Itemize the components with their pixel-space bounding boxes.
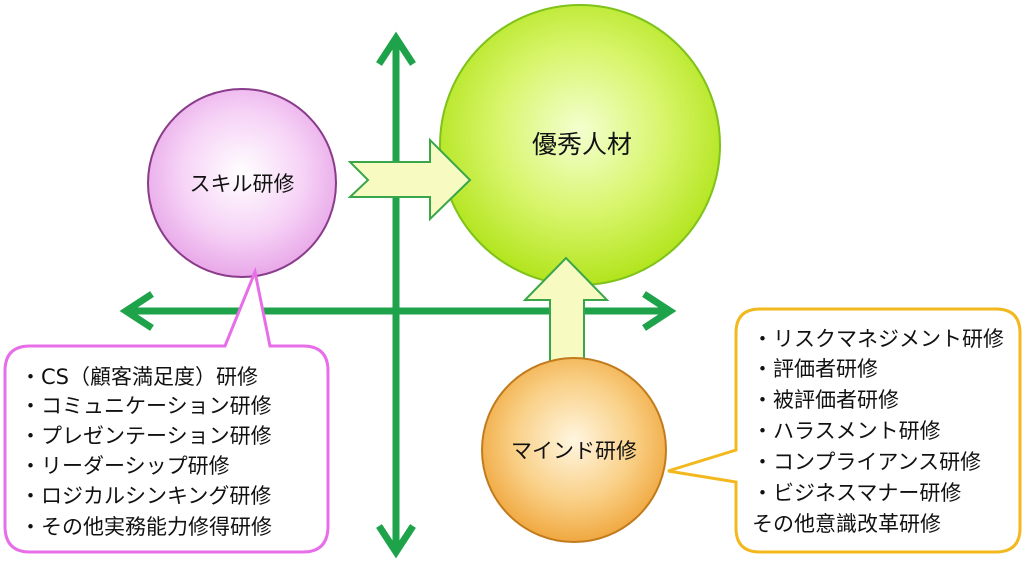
skill-item: ・ロジカルシンキング研修	[20, 484, 271, 508]
skill-item: ・その他実務能力修得研修	[20, 515, 272, 539]
mind-list: ・リスクマネジメント研修 ・評価者研修 ・被評価者研修 ・ハラスメント研修 ・コ…	[752, 327, 1004, 536]
skill-item: ・コミュニケーション研修	[20, 394, 272, 418]
mind-label: マインド研修	[511, 439, 637, 463]
skill-circle	[147, 88, 337, 278]
center-label: 優秀人材	[532, 130, 632, 159]
right-arrow-icon	[347, 137, 472, 222]
skill-list: ・CS（顧客満足度）研修 ・コミュニケーション研修 ・プレゼンテーション研修 ・…	[20, 365, 272, 539]
mind-item: ・評価者研修	[752, 357, 878, 381]
mind-item: ・ビジネスマナー研修	[752, 481, 961, 505]
axis-arrowhead-down-icon	[376, 524, 416, 559]
skill-label: スキル研修	[190, 172, 295, 196]
skill-item: ・プレゼンテーション研修	[20, 424, 272, 448]
mind-item: その他意識改革研修	[752, 512, 941, 536]
mind-item: ・ハラスメント研修	[752, 419, 941, 443]
mind-item: ・リスクマネジメント研修	[752, 327, 1004, 351]
mind-item: ・コンプライアンス研修	[752, 450, 981, 474]
skill-item: ・CS（顧客満足度）研修	[20, 365, 258, 389]
mind-item: ・被評価者研修	[752, 388, 899, 412]
skill-item: ・リーダーシップ研修	[20, 454, 230, 478]
axis-arrowhead-up-icon	[376, 31, 416, 66]
axis-arrowhead-left-icon	[119, 291, 154, 331]
axis-arrowhead-right-icon	[642, 291, 677, 331]
skill-callout-box	[3, 266, 330, 554]
mind-callout-box	[667, 307, 1022, 554]
up-arrow-icon	[522, 256, 610, 363]
mind-circle	[481, 357, 667, 543]
